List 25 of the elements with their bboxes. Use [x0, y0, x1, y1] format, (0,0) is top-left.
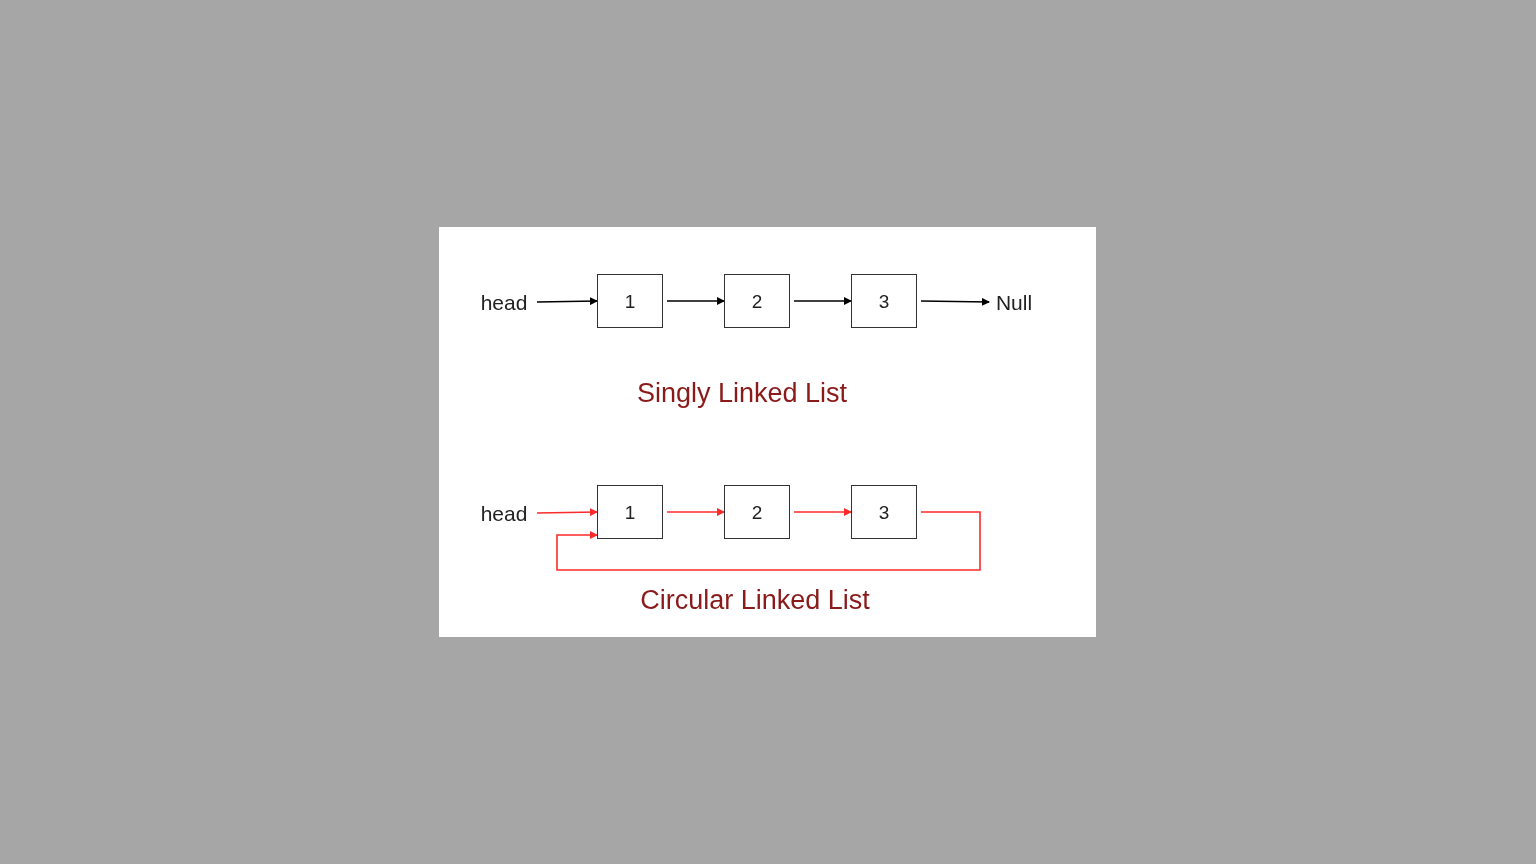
node-label: head [480, 502, 528, 524]
node-label: 2 [751, 502, 763, 522]
arrow [536, 508, 598, 517]
node-label: 2 [751, 291, 763, 311]
node-label: 1 [624, 291, 636, 311]
node-label: head [480, 291, 528, 313]
arrow [666, 297, 725, 305]
node-label: 3 [878, 291, 890, 311]
node-box [724, 485, 790, 539]
arrow [666, 508, 725, 516]
node-box [851, 485, 917, 539]
node-label: Null [995, 291, 1033, 313]
arrow [793, 508, 852, 516]
node-label: 3 [878, 502, 890, 522]
arrow [556, 511, 981, 571]
diagram-caption: Singly Linked List [636, 378, 848, 409]
node-box [597, 485, 663, 539]
arrow [793, 297, 852, 305]
node-label: 1 [624, 502, 636, 522]
node-box [597, 274, 663, 328]
diagram-caption: Circular Linked List [640, 585, 870, 616]
arrow [920, 297, 990, 306]
arrow [536, 297, 598, 306]
node-box [724, 274, 790, 328]
node-box [851, 274, 917, 328]
